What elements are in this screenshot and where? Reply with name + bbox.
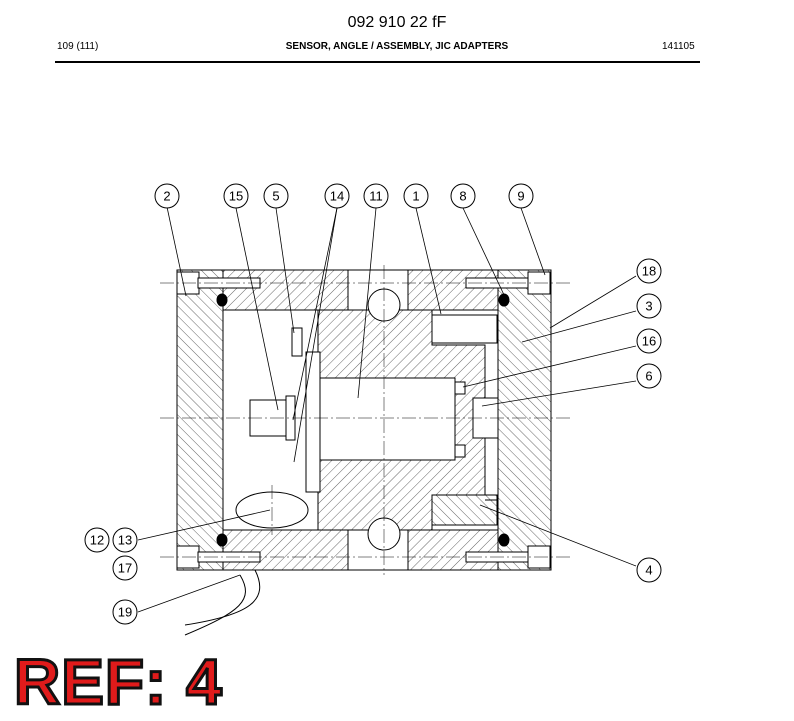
callout-circle: [223, 183, 249, 209]
callout-circle: [324, 183, 350, 209]
callout-circle: [263, 183, 289, 209]
page-number: 109 (111): [57, 41, 99, 52]
callout-15: 15: [223, 183, 249, 209]
callout-label: 5: [272, 189, 279, 204]
callout-label: 14: [330, 189, 344, 204]
document-code: 141105: [662, 41, 695, 52]
callout-label: 8: [459, 189, 466, 204]
callout-5: 5: [263, 183, 289, 209]
callout-17: 17: [112, 555, 138, 581]
callout-label: 2: [163, 189, 170, 204]
callout-4: 4: [636, 557, 662, 583]
callout-19: 19: [112, 599, 138, 625]
callout-3: 3: [636, 293, 662, 319]
callout-13: 13: [112, 527, 138, 553]
callout-label: 6: [645, 369, 652, 384]
callout-label: 19: [118, 605, 132, 620]
callout-16: 16: [636, 328, 662, 354]
ref-label: REF: 4: [13, 646, 224, 718]
callout-label: 11: [369, 189, 383, 204]
callout-circle: [450, 183, 476, 209]
callout-circle: [84, 527, 110, 553]
callout-circle: [112, 555, 138, 581]
callout-label: 16: [642, 334, 656, 349]
callout-label: 1: [412, 189, 419, 204]
center-lines: [160, 265, 570, 575]
callout-circle: [636, 328, 662, 354]
callout-18: 18: [636, 258, 662, 284]
callout-14: 14: [324, 183, 350, 209]
callout-label: 4: [645, 563, 652, 578]
callout-2: 2: [154, 183, 180, 209]
callout-circle: [508, 183, 534, 209]
housing-section: [176, 269, 552, 636]
header-rule: [55, 61, 700, 63]
callout-label: 3: [645, 299, 652, 314]
document-title: SENSOR, ANGLE / ASSEMBLY, JIC ADAPTERS: [285, 41, 509, 52]
callout-11: 11: [363, 183, 389, 209]
document-number: 092 910 22 fF: [347, 14, 447, 31]
callout-circle: [636, 293, 662, 319]
callout-circle: [636, 557, 662, 583]
callout-label: 9: [517, 189, 524, 204]
callout-label: 12: [90, 533, 104, 548]
callout-circle: [403, 183, 429, 209]
callout-1: 1: [403, 183, 429, 209]
callout-label: 17: [118, 561, 132, 576]
callout-label: 15: [229, 189, 243, 204]
callout-circle: [636, 258, 662, 284]
callout-label: 18: [642, 264, 656, 279]
callout-circle: [154, 183, 180, 209]
callout-label: 13: [118, 533, 132, 548]
callout-9: 9: [508, 183, 534, 209]
callout-6: 6: [636, 363, 662, 389]
callout-8: 8: [450, 183, 476, 209]
leader-lines: [137, 206, 637, 613]
callout-circle: [112, 527, 138, 553]
callout-circle: [112, 599, 138, 625]
callout-12: 12: [84, 527, 110, 553]
callout-circle: [636, 363, 662, 389]
callout-circle: [363, 183, 389, 209]
